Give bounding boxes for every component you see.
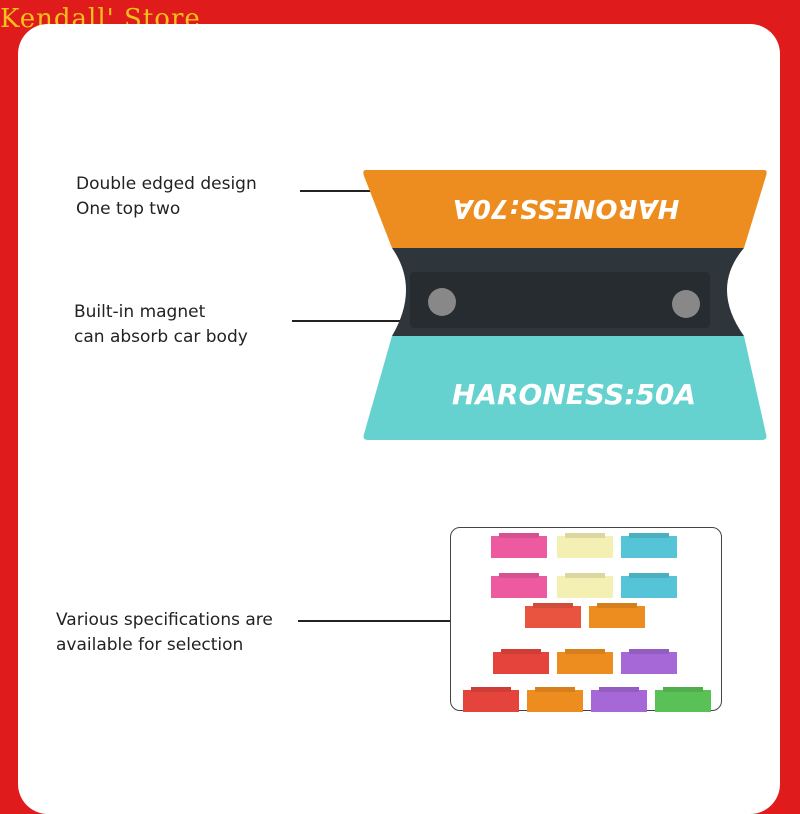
variant-swatch [463,690,519,712]
variant-swatch [557,652,613,674]
variant-swatch [527,690,583,712]
variant-swatch [655,690,711,712]
hardness-top-text: HARONESS:70A [453,193,680,223]
variant-swatch [591,690,647,712]
label-double-edged-line2: One top two [76,199,181,219]
label-specs: Various specifications are available for… [56,608,273,658]
variant-swatch [491,536,547,558]
variant-swatch [557,576,613,598]
pointer-line-bottom [298,620,580,622]
variant-swatch [525,606,581,628]
label-double-edged-line1: Double edged design [76,174,257,194]
label-double-edged: Double edged design One top two [76,172,257,222]
variant-swatch [621,576,677,598]
squeegee-illustration: HARONESS:70A HARONESS:50A [363,170,767,440]
label-specs-line2: available for selection [56,635,244,655]
label-specs-line1: Various specifications are [56,610,273,630]
label-magnet-line1: Built-in magnet [74,302,206,322]
squeegee-top-orange [363,170,767,248]
variant-swatch [491,576,547,598]
magnet-left-icon [428,288,456,316]
hardness-bottom-text: HARONESS:50A [452,378,696,411]
label-magnet: Built-in magnet can absorb car body [74,300,248,350]
label-magnet-line2: can absorb car body [74,327,248,347]
variant-swatch [589,606,645,628]
magnet-right-icon [672,290,700,318]
variant-swatch [621,536,677,558]
variant-swatch [557,536,613,558]
variants-thumbnail [450,527,722,712]
variant-swatch [493,652,549,674]
magnet-strip [410,272,710,328]
variant-swatch [621,652,677,674]
squeegee-bottom-cyan [363,336,767,440]
